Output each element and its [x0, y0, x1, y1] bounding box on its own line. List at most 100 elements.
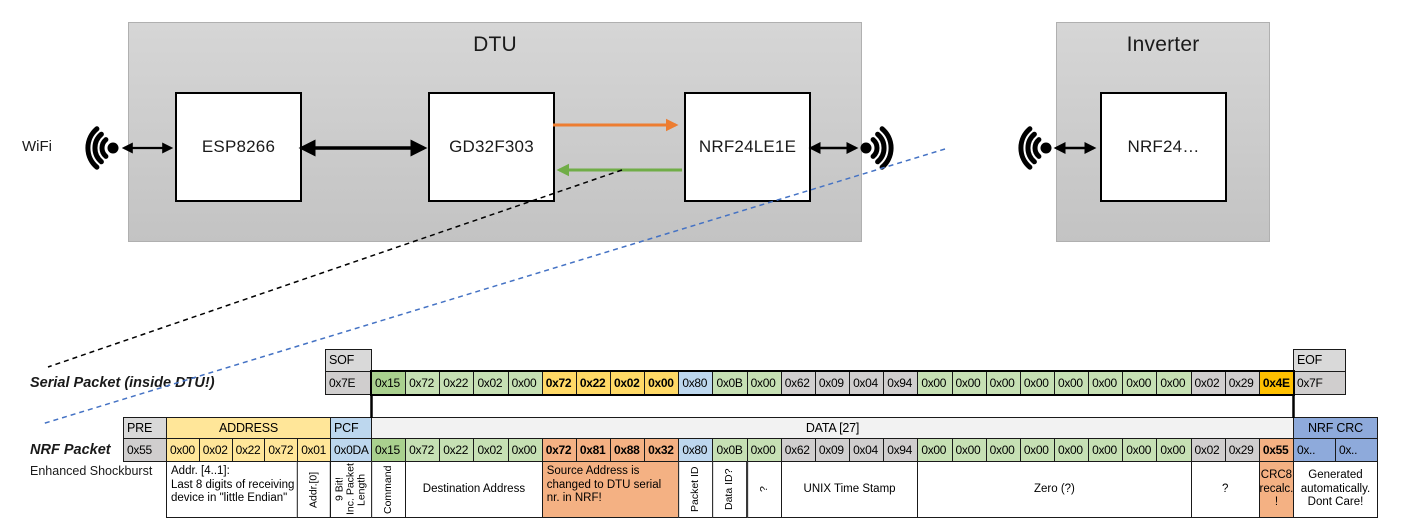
- serial-byte-cell: 0x15: [371, 371, 407, 395]
- annotation-cell: Addr.[0]: [297, 461, 331, 518]
- serial-byte-cell: 0x80: [678, 371, 714, 395]
- nrf24le1e-label: NRF24LE1E: [698, 137, 797, 156]
- esp8266-box: ESP8266: [175, 92, 302, 202]
- serial-byte-cell: 0x72: [541, 371, 577, 395]
- gd32f303-box: GD32F303: [428, 92, 555, 202]
- wifi-icon-inverter: [1021, 129, 1052, 167]
- nrf24le1e-box: NRF24LE1E: [684, 92, 811, 202]
- nrf-byte-cell: 0x02: [1190, 438, 1226, 462]
- serial-byte-cell: 0x02: [610, 371, 646, 395]
- nrf-group-header-nrf-crc: NRF CRC: [1292, 417, 1378, 440]
- wifi-icon-dtu: [861, 129, 892, 167]
- annotation-cell: UNIX Time Stamp: [780, 461, 919, 518]
- serial-byte-cell: 0x02: [473, 371, 509, 395]
- serial-byte-cell: 0x00: [507, 371, 543, 395]
- nrf-byte-cell: 0x02: [473, 438, 509, 462]
- serial-byte-cell: 0x94: [883, 371, 919, 395]
- nrf-byte-cell: 0x02: [198, 438, 233, 462]
- sof-byte: 0x7E: [325, 371, 372, 395]
- inverter-nrf24-box: NRF24…: [1100, 92, 1227, 202]
- nrf-byte-cell: 0x00: [1122, 438, 1158, 462]
- nrf-byte-cell: 0x94: [883, 438, 919, 462]
- inverter-nrf24-label: NRF24…: [1127, 137, 1200, 156]
- nrf-byte-cell: 0x81: [575, 438, 612, 462]
- serial-byte-cell: 0x00: [917, 371, 953, 395]
- nrf-byte-cell: 0x00: [1053, 438, 1090, 462]
- nrf-byte-cell: 0x72: [541, 438, 577, 462]
- serial-byte-cell: 0x00: [644, 371, 680, 395]
- nrf-byte-cell: 0x..: [1334, 438, 1378, 462]
- gd32f303-label: GD32F303: [449, 137, 534, 156]
- nrf-byte-cell: 0x29: [1224, 438, 1260, 462]
- annotation-cell: Packet ID: [678, 461, 714, 518]
- serial-byte-cell: 0x00: [1122, 371, 1158, 395]
- serial-byte-cell: 0x72: [405, 371, 441, 395]
- inverter-title: Inverter: [1126, 33, 1200, 56]
- wifi-icon-left: [88, 129, 119, 167]
- serial-byte-cell: 0x00: [746, 371, 782, 395]
- eof-byte: 0x7F: [1293, 371, 1346, 395]
- annotation-cell: Addr. [4..1]: Last 8 digits of receiving…: [166, 461, 299, 518]
- nrf-byte-cell: 0x22: [439, 438, 475, 462]
- nrf-byte-cell: 0x55: [123, 438, 167, 462]
- nrf-byte-cell: 0x72: [405, 438, 441, 462]
- wifi-label: WiFi: [22, 138, 52, 155]
- nrf-byte-cell: 0x0DA: [330, 438, 372, 462]
- nrf-byte-cell: 0x72: [264, 438, 299, 462]
- annotation-cell: Source Address is changed to DTU serial …: [541, 461, 680, 518]
- annotation-cell: Destination Address: [405, 461, 543, 518]
- nrf-byte-cell: 0x00: [166, 438, 200, 462]
- nrf-byte-cell: 0x32: [644, 438, 680, 462]
- serial-byte-cell: 0x00: [1053, 371, 1090, 395]
- nrf-byte-cell: 0x00: [985, 438, 1021, 462]
- nrf-byte-cell: 0x15: [371, 438, 407, 462]
- nrf-byte-cell: 0x22: [231, 438, 266, 462]
- annotation-cell: ?: [746, 461, 782, 518]
- eof-header: EOF: [1293, 349, 1346, 372]
- nrf-packet-label: NRF Packet: [30, 442, 111, 458]
- nrf-byte-cell: 0x00: [917, 438, 953, 462]
- serial-byte-cell: 0x00: [951, 371, 987, 395]
- nrf-byte-cell: 0x55: [1258, 438, 1294, 462]
- serial-byte-cell: 0x00: [985, 371, 1021, 395]
- serial-byte-cell: 0x62: [780, 371, 816, 395]
- nrf-byte-cell: 0x04: [849, 438, 885, 462]
- inverter-container: Inverter: [1056, 22, 1270, 242]
- annotation-cell: 9 Bit! Inc. Packet Length: [330, 461, 372, 518]
- serial-byte-cell: 0x29: [1224, 371, 1260, 395]
- nrf-byte-cell: 0x09: [814, 438, 851, 462]
- nrf-byte-cell: 0x00: [746, 438, 782, 462]
- sof-header: SOF: [325, 349, 372, 372]
- nrf-byte-cell: 0x00: [1156, 438, 1192, 462]
- serial-byte-cell: 0x02: [1190, 371, 1226, 395]
- serial-byte-cell: 0x00: [1019, 371, 1055, 395]
- serial-byte-cell: 0x09: [814, 371, 851, 395]
- serial-byte-cell: 0x4E: [1258, 371, 1294, 395]
- nrf-byte-cell: 0x00: [951, 438, 987, 462]
- serial-byte-cell: 0x04: [849, 371, 885, 395]
- annotation-cell: ?: [1190, 461, 1260, 518]
- nrf-byte-cell: 0x01: [297, 438, 331, 462]
- serial-byte-cell: 0x00: [1088, 371, 1124, 395]
- nrf-byte-cell: 0x62: [780, 438, 816, 462]
- nrf-byte-cell: 0x00: [1088, 438, 1124, 462]
- nrf-byte-cell: 0x00: [1019, 438, 1055, 462]
- nrf-byte-cell: 0x0B: [712, 438, 748, 462]
- nrf-byte-cell: 0x88: [610, 438, 646, 462]
- enhanced-shockburst-label: Enhanced Shockburst: [30, 464, 153, 478]
- nrf-byte-cell: 0x..: [1292, 438, 1336, 462]
- nrf-byte-cell: 0x00: [507, 438, 543, 462]
- serial-byte-cell: 0x22: [575, 371, 612, 395]
- nrf-group-header-pre: PRE: [123, 417, 167, 440]
- annotation-cell: CRC8 recalc. !: [1258, 461, 1294, 518]
- annotation-cell: Zero (?): [917, 461, 1192, 518]
- nrf-group-header-address: ADDRESS: [166, 417, 331, 440]
- nrf-group-header-data-27-: DATA [27]: [371, 417, 1294, 440]
- annotation-cell: Data ID?: [712, 461, 748, 518]
- serial-packet-label: Serial Packet (inside DTU!): [30, 375, 215, 391]
- serial-byte-cell: 0x22: [439, 371, 475, 395]
- dtu-title: DTU: [473, 33, 517, 56]
- nrf-byte-cell: 0x80: [678, 438, 714, 462]
- esp8266-label: ESP8266: [201, 137, 276, 156]
- annotation-cell: Generated automatically. Dont Care!: [1292, 461, 1378, 518]
